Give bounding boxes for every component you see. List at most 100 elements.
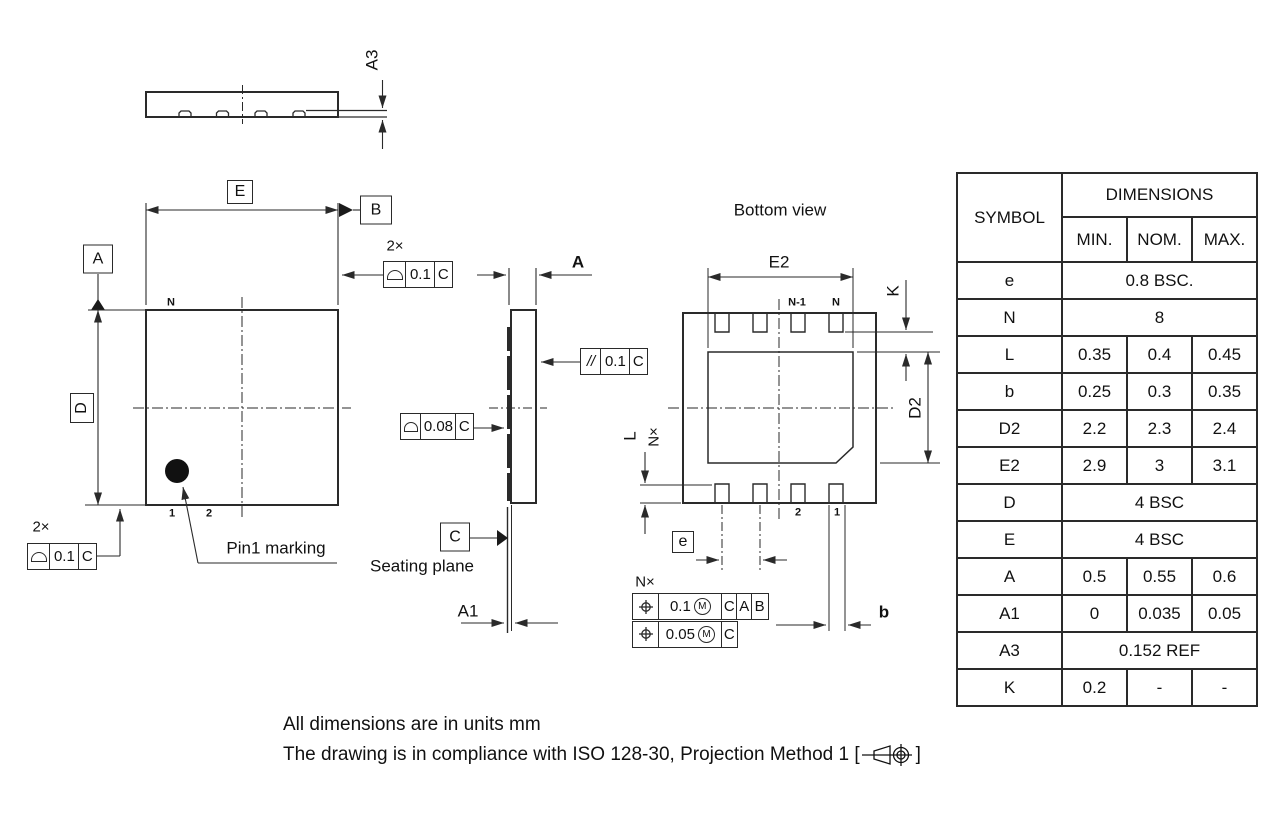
- profile-tolerance-frame-side: 0.08 C: [400, 413, 474, 440]
- max-cell: -: [1191, 668, 1258, 707]
- datum-b-label: B: [360, 195, 392, 225]
- tolerance-value-cell: 0.1 M: [658, 593, 723, 620]
- max-cell: 0.45: [1191, 335, 1258, 374]
- note-units: All dimensions are in units mm: [283, 714, 541, 735]
- symbol-cell: b: [956, 372, 1063, 411]
- mmc-modifier-icon: M: [698, 625, 715, 643]
- pin-n-minus1-label: N-1: [788, 296, 806, 309]
- min-cell: 0.5: [1061, 557, 1128, 596]
- a3-dim-label: A3: [362, 49, 382, 71]
- value-span-cell: 8: [1061, 298, 1258, 337]
- profile-tolerance-frame-bottom: 0.1 C: [27, 543, 97, 570]
- table-row: A 0.5 0.55 0.6: [956, 557, 1258, 596]
- value-span-cell: 0.8 BSC.: [1061, 261, 1258, 300]
- position-icon: [639, 599, 653, 614]
- tolerance-value-cell: 0.1: [405, 261, 436, 288]
- nom-cell: 3: [1126, 446, 1193, 485]
- max-cell: 0.35: [1191, 372, 1258, 411]
- value-span-cell: 0.152 REF: [1061, 631, 1258, 670]
- min-cell: 2.9: [1061, 446, 1128, 485]
- profile-symbol-cell: [27, 543, 51, 570]
- symbol-cell: E2: [956, 446, 1063, 485]
- symbol-cell: A3: [956, 631, 1063, 670]
- profile-tolerance-frame-top: 0.1 C: [383, 261, 453, 288]
- symbol-cell: E: [956, 520, 1063, 559]
- symbol-cell: A: [956, 557, 1063, 596]
- pin1-marking-dot: [165, 459, 189, 483]
- position-symbol-cell: [632, 620, 660, 648]
- mmc-modifier-icon: M: [693, 598, 711, 615]
- max-cell: 0.6: [1191, 557, 1258, 596]
- count-2x-bottom-label: 2×: [32, 518, 50, 536]
- nom-cell: 0.035: [1126, 594, 1193, 633]
- table-row: D 4 BSC: [956, 483, 1258, 522]
- tolerance-value: 0.1: [669, 598, 691, 615]
- pin-n-corner-label: N: [167, 296, 175, 309]
- parallelism-icon: //: [580, 348, 602, 375]
- pin-2-bottomview-label: 2: [794, 506, 802, 519]
- side-view-seating-geometry: [461, 268, 592, 633]
- nom-cell: 0.55: [1126, 557, 1193, 596]
- bottom-view-geometry: [640, 268, 940, 631]
- symbol-cell: N: [956, 298, 1063, 337]
- d-dim-letter: D: [73, 402, 90, 414]
- symbol-cell: D2: [956, 409, 1063, 448]
- value-span-cell: 4 BSC: [1061, 520, 1258, 559]
- b-dim-label: b: [878, 602, 890, 622]
- profile-of-surface-icon: [387, 269, 403, 280]
- symbol-cell: A1: [956, 594, 1063, 633]
- max-cell: 2.4: [1191, 409, 1258, 448]
- profile-of-surface-icon: [404, 421, 418, 432]
- table-row: A3 0.152 REF: [956, 631, 1258, 670]
- symbol-cell: D: [956, 483, 1063, 522]
- value-span-cell: 4 BSC: [1061, 483, 1258, 522]
- datum-ref-cell: C: [720, 620, 738, 648]
- pin-n-label: N: [832, 296, 840, 309]
- seating-plane-label: Seating plane: [370, 556, 474, 576]
- position-tolerance-frame-row2: 0.05 M C: [632, 620, 738, 648]
- nom-cell: 2.3: [1126, 409, 1193, 448]
- note-projection: The drawing is in compliance with ISO 12…: [283, 742, 921, 768]
- table-row: E 4 BSC: [956, 520, 1258, 559]
- datum-a-triangle: [91, 299, 105, 310]
- e-pitch-boxed-label: e: [672, 531, 694, 553]
- dimensions-header-cell: DIMENSIONS: [1061, 172, 1258, 218]
- position-tolerance-frame-row1: 0.1 M C A B: [632, 593, 769, 620]
- min-cell: 0.25: [1061, 372, 1128, 411]
- tolerance-value-cell: 0.1: [49, 543, 80, 570]
- pin1-marking-label: Pin1 marking: [226, 538, 326, 558]
- datum-ref-cell: C: [628, 348, 648, 375]
- profile-of-surface-icon: [31, 551, 47, 562]
- datum-ref-cell: C: [77, 543, 97, 570]
- min-cell: 2.2: [1061, 409, 1128, 448]
- min-cell: 0: [1061, 594, 1128, 633]
- dimensions-table: SYMBOL DIMENSIONS MIN. NOM. MAX. e 0.8 B…: [956, 172, 1258, 707]
- count-nx-label: N×: [635, 573, 655, 591]
- max-cell: 3.1: [1191, 446, 1258, 485]
- table-row: b 0.25 0.3 0.35: [956, 372, 1258, 411]
- side-view-top-geometry: [145, 80, 387, 149]
- symbol-cell: e: [956, 261, 1063, 300]
- e-dim-boxed-label: E: [227, 180, 253, 204]
- l-dim-label: L: [620, 431, 640, 441]
- datum-ref-cell: B: [750, 593, 769, 620]
- table-row: D2 2.2 2.3 2.4: [956, 409, 1258, 448]
- datum-c-label: C: [440, 522, 470, 552]
- tolerance-value-cell: 0.05 M: [658, 620, 723, 648]
- datum-a-label: A: [83, 244, 113, 274]
- a1-dim-label: A1: [457, 601, 479, 621]
- datum-b-triangle: [339, 203, 353, 217]
- pin-2-label: 2: [205, 507, 213, 520]
- min-cell: 0.2: [1061, 668, 1128, 707]
- table-row: K 0.2 - -: [956, 668, 1258, 707]
- table-row: N 8: [956, 298, 1258, 337]
- pin-1-label: 1: [168, 507, 176, 520]
- a-dim-label: A: [571, 252, 585, 272]
- datum-ref-cell: C: [433, 261, 453, 288]
- position-icon: [639, 627, 653, 641]
- table-row: L 0.35 0.4 0.45: [956, 335, 1258, 374]
- d2-dim-label: D2: [905, 397, 925, 419]
- position-symbol-cell: [632, 593, 660, 620]
